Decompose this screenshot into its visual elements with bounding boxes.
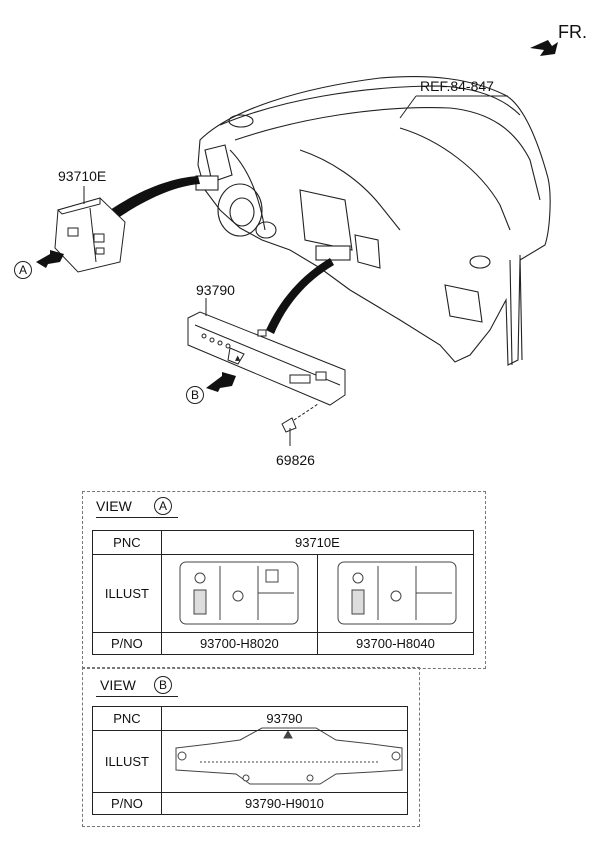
view-a-illust-cell-2 (316, 554, 475, 633)
view-a-title-underline (96, 517, 178, 518)
front-direction-label: FR. (558, 22, 587, 42)
ref-leader-line-diag (399, 95, 417, 119)
view-b-box (82, 667, 420, 827)
part-label-93790: 93790 (196, 282, 235, 298)
view-b-arrow-icon (206, 372, 236, 392)
view-a-box (82, 491, 486, 669)
view-b-marker: B (154, 676, 172, 694)
view-b-illust-cell (160, 730, 409, 793)
view-a-pno-1: 93700-H8020 (160, 632, 318, 655)
view-a-pnc-header: PNC (92, 530, 162, 555)
view-a-title-text: VIEW (96, 498, 132, 514)
part-label-93710e: 93710E (58, 168, 107, 184)
ref-label: REF.84-847 (420, 78, 494, 94)
view-a-pno-2: 93700-H8040 (316, 632, 475, 655)
switch-93710e-drawing (54, 197, 126, 273)
view-a-marker: A (154, 497, 172, 515)
view-b-title: VIEW (100, 677, 136, 693)
screw-69826-drawing (281, 403, 319, 444)
pointer-arrow-a (110, 176, 200, 218)
view-b-title-text: VIEW (100, 677, 136, 693)
view-a-pno-header: P/NO (92, 632, 162, 655)
dashboard-outline (195, 76, 551, 366)
svg-text:▲: ▲ (235, 354, 241, 362)
view-a-table: PNC 93710E ILLUST P/NO 93700-H8020 93700… (92, 530, 475, 655)
pointer-arrow-b (266, 258, 334, 334)
view-b-pno-1: 93790-H9010 (160, 792, 409, 815)
view-b-illust-header: ILLUST (92, 730, 162, 793)
view-b-pnc-header: PNC (92, 706, 162, 731)
view-a-pnc-value: 93710E (160, 530, 475, 555)
view-b-title-underline (96, 696, 178, 697)
front-direction-arrow-icon (530, 40, 558, 56)
view-a-arrow-icon (36, 250, 64, 268)
view-b-pno-header: P/NO (92, 792, 162, 815)
callout-b: B (186, 386, 204, 404)
view-b-table: PNC 93790 ILLUST P/NO 93790-H9010 (92, 706, 409, 815)
callout-a: A (14, 261, 32, 279)
part-label-69826: 69826 (276, 452, 315, 468)
view-b-pnc-value: 93790 (160, 706, 409, 731)
switch-93790-drawing: ▲ (187, 311, 346, 406)
view-a-title: VIEW (96, 498, 132, 514)
view-a-illust-header: ILLUST (92, 554, 162, 633)
view-a-illust-cell-1 (160, 554, 318, 633)
